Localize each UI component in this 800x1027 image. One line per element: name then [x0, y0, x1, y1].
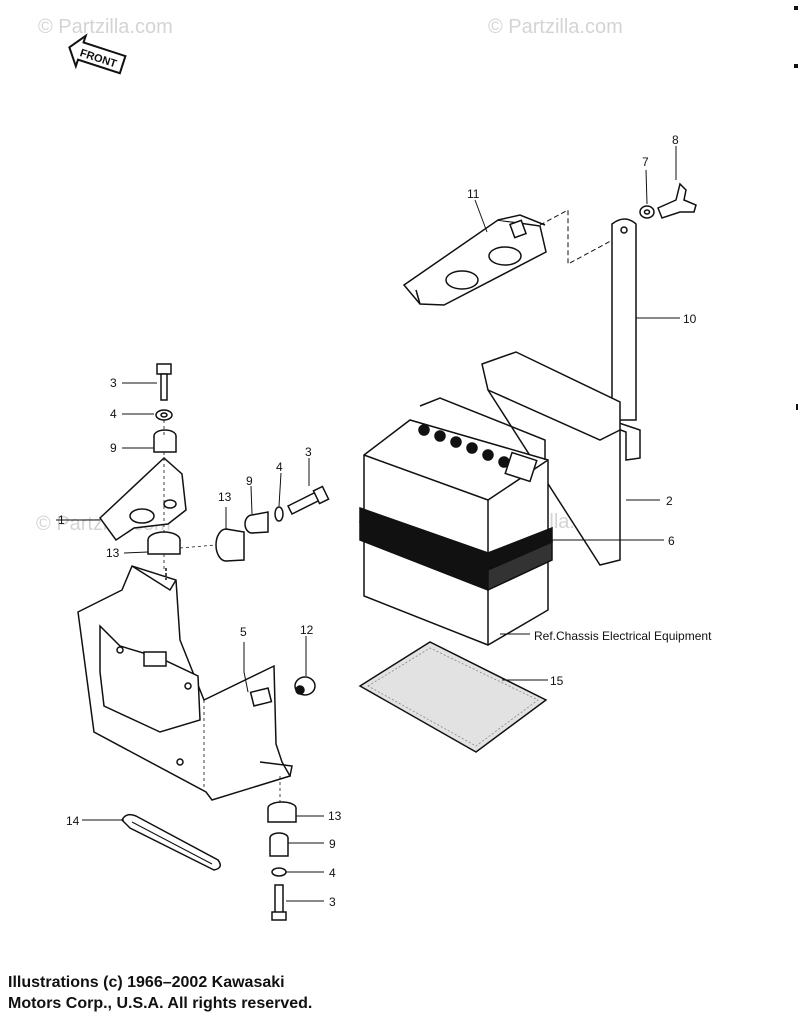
callout-8: 8: [672, 133, 679, 147]
part-4-washer-middle: [274, 506, 284, 522]
callout-7: 7: [642, 155, 649, 169]
callout-9-upper-left: 9: [110, 441, 117, 455]
part-7-nut: [639, 205, 655, 219]
part-1-bracket: [99, 456, 187, 542]
callout-5: 5: [240, 625, 247, 639]
battery: [363, 397, 549, 646]
part-6-band: [359, 506, 553, 592]
callout-10: 10: [683, 312, 697, 326]
copyright-notice: Illustrations (c) 1966–2002 Kawasaki Mot…: [8, 972, 568, 1014]
callout-numbers: 8 7 11 10 2 6 15 3 4 9 1 13 13 9 4 3 5 1…: [58, 133, 697, 909]
part-13-grommet-bottom: [267, 801, 297, 823]
callout-13-left: 13: [106, 546, 120, 560]
callout-3-bottom: 3: [329, 895, 336, 909]
part-3-bolt-bottom: [271, 884, 287, 921]
callout-1: 1: [58, 513, 65, 527]
part-15-pad: [358, 641, 548, 753]
callout-15: 15: [550, 674, 564, 688]
callout-13-middle: 13: [218, 490, 232, 504]
edge-mark-top: [794, 6, 798, 10]
part-2-case: [481, 351, 621, 566]
callout-3-upper-left: 3: [110, 376, 117, 390]
reference-note: Ref.Chassis Electrical Equipment: [534, 629, 712, 643]
part-9-collar-upper-left: [153, 429, 177, 453]
part-5-battery-box: [77, 565, 293, 801]
edge-mark-middle: [796, 404, 798, 410]
callout-9-middle: 9: [246, 474, 253, 488]
part-12-grommet: [294, 676, 316, 696]
callout-12: 12: [300, 623, 314, 637]
assembly-guides: [163, 420, 281, 802]
part-10-strap: [609, 218, 641, 461]
part-4-washer-bottom: [271, 867, 287, 877]
part-14-rubber-strip: [121, 813, 221, 871]
watermark-top-left: © Partzilla.com: [38, 16, 173, 38]
callout-11: 11: [467, 187, 480, 201]
leader-lines: [56, 146, 680, 902]
watermark-top-right: © Partzilla.com: [488, 16, 623, 38]
edge-mark-upper: [794, 64, 798, 68]
callout-9-bottom: 9: [329, 837, 336, 851]
copyright-line-2: Motors Corp., U.S.A. All rights reserved…: [8, 995, 313, 1012]
front-arrow-icon: FRONT: [68, 33, 127, 75]
part-11-holder: [402, 214, 547, 306]
callout-3-middle: 3: [305, 445, 312, 459]
copyright-line-1: Illustrations (c) 1966–2002 Kawasaki: [8, 974, 285, 991]
part-11-link-line: [539, 209, 621, 265]
part-8-wing-bolt: [657, 182, 697, 219]
part-13-grommet-left: [147, 531, 181, 555]
part-13-grommet-middle: [215, 528, 245, 562]
callout-4-bottom: 4: [329, 866, 336, 880]
callout-13-bottom: 13: [328, 809, 342, 823]
part-4-washer-upper-left: [155, 409, 173, 421]
part-9-collar-bottom: [269, 832, 289, 857]
callout-4-upper-left: 4: [110, 407, 117, 421]
part-3-bolt-upper-left: [156, 363, 172, 401]
part-3-bolt-middle: [286, 485, 330, 516]
callout-14: 14: [66, 814, 80, 828]
callout-6: 6: [668, 534, 675, 548]
part-9-collar-middle: [244, 511, 269, 534]
callout-2: 2: [666, 494, 673, 508]
callout-4-middle: 4: [276, 460, 283, 474]
